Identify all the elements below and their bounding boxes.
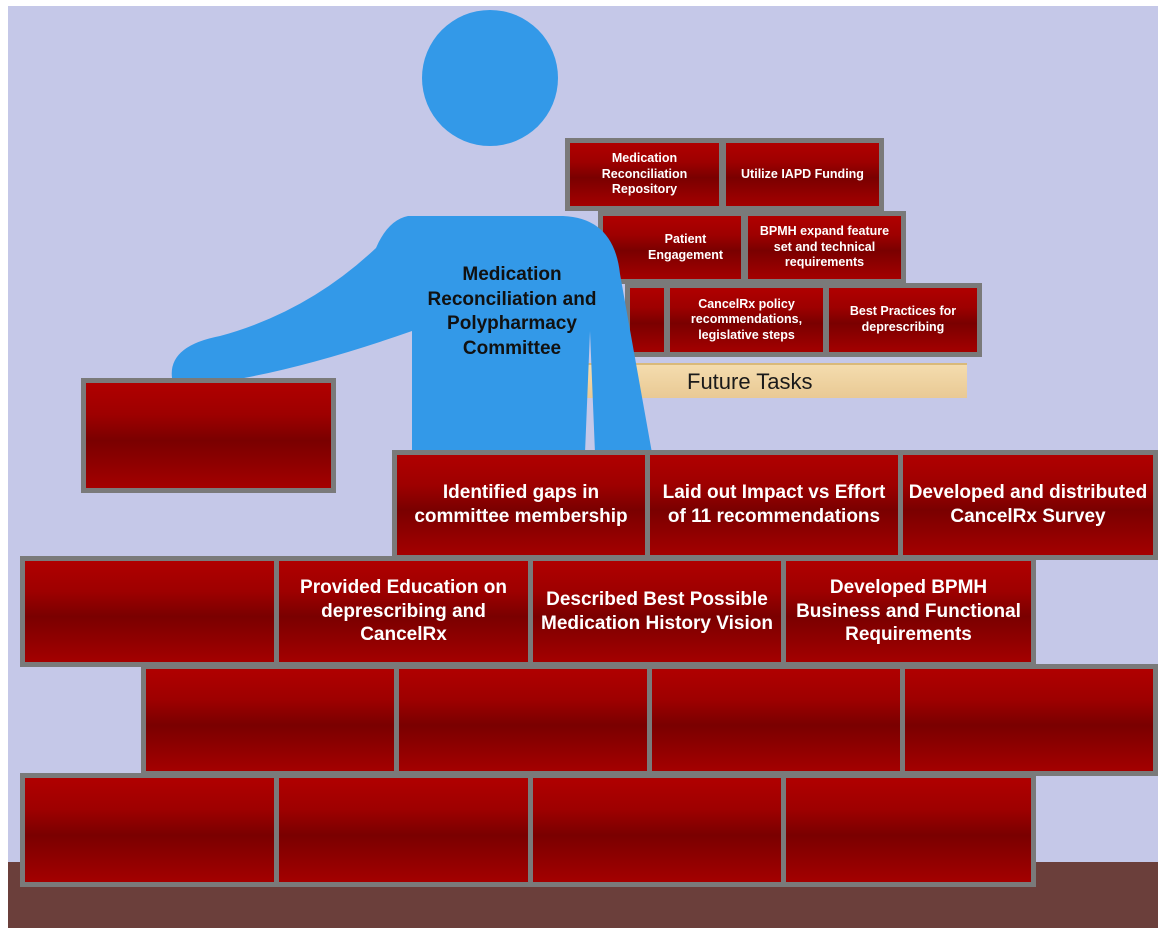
brick-label: CancelRx policy recommendations, legisla… xyxy=(690,296,803,342)
brick-label: Medication Reconciliation Repository xyxy=(601,151,688,197)
brick-impact-vs-effort: Laid out Impact vs Effort of 11 recommen… xyxy=(645,450,903,560)
brick-label: Laid out Impact vs Effort of 11 recommen… xyxy=(662,482,886,527)
brick-identified-gaps: Identified gaps in committee membership xyxy=(392,450,650,560)
person-figure xyxy=(171,10,652,453)
brick-label: Developed BPMH Business and Functional R… xyxy=(796,576,1021,646)
brick-medication-reconciliation-repository: Medication Reconciliation Repository xyxy=(565,138,724,211)
brick-bpmh-vision: Described Best Possible Medication Histo… xyxy=(528,556,786,667)
brick-label: Utilize IAPD Funding xyxy=(741,166,864,181)
brick-bpmh-requirements: Developed BPMH Business and Functional R… xyxy=(781,556,1036,667)
future-tasks-label: Future Tasks xyxy=(687,369,813,394)
brick-blank-row3-3 xyxy=(647,664,905,776)
brick-label: Developed and distributed CancelRx Surve… xyxy=(908,482,1148,527)
brick-label: Patient Engagement xyxy=(647,231,723,262)
brick-blank-row4-1 xyxy=(20,773,279,887)
brick-blank-row3-1 xyxy=(141,664,399,776)
brick-label: BPMH expand feature set and technical re… xyxy=(759,224,890,270)
brick-blank-row4-2 xyxy=(274,773,533,887)
person-body xyxy=(171,216,652,453)
brick-label: Identified gaps in committee membership xyxy=(414,482,628,527)
brick-cancelrx-policy: CancelRx policy recommendations, legisla… xyxy=(665,283,828,357)
brick-education: Provided Education on deprescribing and … xyxy=(274,556,533,667)
brick-label: Described Best Possible Medication Histo… xyxy=(541,588,773,634)
brick-blank-row2-1 xyxy=(20,556,279,667)
brick-blank-row4-3 xyxy=(528,773,786,887)
brick-cancelrx-survey: Developed and distributed CancelRx Surve… xyxy=(898,450,1158,560)
brick-blank-row3-4 xyxy=(900,664,1158,776)
brick-blank-row4-4 xyxy=(781,773,1036,887)
brick-label: Best Practices for deprescribing xyxy=(849,304,957,334)
brick-blank-row3-2 xyxy=(394,664,652,776)
brick-utilize-iapd-funding: Utilize IAPD Funding xyxy=(721,138,884,211)
brick-best-practices: Best Practices for deprescribing xyxy=(824,283,982,357)
brick-held xyxy=(81,378,336,493)
diagram-canvas: Medication Reconciliation Repository Uti… xyxy=(8,6,1158,928)
brick-bpmh-expand: BPMH expand feature set and technical re… xyxy=(743,211,906,284)
person-head xyxy=(422,10,558,146)
brick-label: Provided Education on deprescribing and … xyxy=(300,576,507,646)
committee-label: Medication Reconciliation and Polypharma… xyxy=(427,264,597,360)
